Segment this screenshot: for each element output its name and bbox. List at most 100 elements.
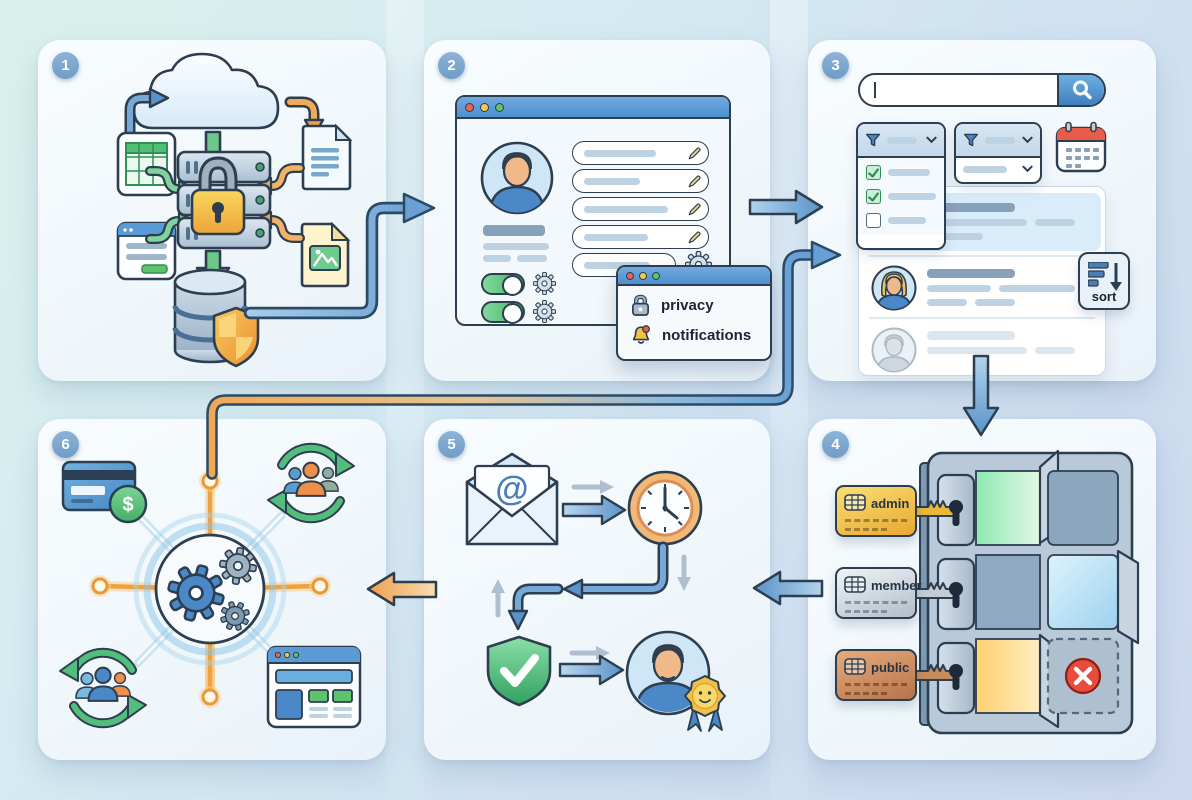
checkbox-checked-icon[interactable] — [866, 189, 881, 204]
profile-field[interactable] — [572, 169, 709, 193]
step-panel-3: sort 3 — [808, 40, 1156, 381]
keycard-label: public — [871, 660, 910, 675]
privacy-label: privacy — [661, 297, 714, 314]
step-badge-4: 4 — [822, 431, 849, 458]
chevron-down-icon — [926, 136, 937, 144]
step-badge-2: 2 — [438, 52, 465, 79]
checkbox-checked-icon[interactable] — [866, 165, 881, 180]
profile-avatar — [480, 141, 554, 215]
padlock-icon — [190, 156, 246, 236]
dollar-symbol: $ — [122, 494, 133, 516]
step-panel-5: @ — [424, 419, 770, 760]
zoom-dot-icon[interactable] — [652, 271, 660, 280]
chip-icon — [844, 494, 866, 511]
step-panel-2: privacy notifications 2 — [424, 40, 772, 381]
info-bar — [483, 255, 511, 262]
name-bar — [483, 225, 545, 236]
avatar — [871, 265, 917, 311]
step-badge-1: 1 — [52, 52, 79, 79]
keycard-admin[interactable]: admin — [835, 485, 917, 537]
profile-field[interactable] — [572, 141, 709, 165]
sort-icon — [1088, 262, 1122, 291]
notifications-menu-item[interactable]: notifications — [630, 324, 751, 346]
spoke-node-icon — [89, 470, 331, 708]
step-badge-6: 6 — [52, 431, 79, 458]
funnel-icon — [865, 132, 881, 148]
keycard-label: member — [871, 578, 922, 593]
search-icon — [1072, 80, 1092, 100]
step-panel-1: 1 — [38, 40, 386, 381]
door-leaf — [1116, 549, 1140, 645]
website-icon — [266, 645, 362, 729]
doors-illustration — [907, 449, 1140, 735]
denied-icon — [1064, 657, 1102, 695]
calendar-button[interactable] — [1054, 120, 1108, 174]
search-input[interactable] — [858, 73, 1106, 107]
step-badge-5: 5 — [438, 431, 465, 458]
close-dot-icon[interactable] — [626, 271, 634, 280]
list-item[interactable] — [863, 259, 1101, 317]
filter-option-unchecked[interactable] — [866, 213, 936, 228]
edit-pencil-icon[interactable] — [687, 202, 702, 217]
minimize-dot-icon[interactable] — [480, 102, 489, 112]
step-badge-3: 3 — [822, 52, 849, 79]
door-open — [1047, 554, 1119, 630]
gear-icon[interactable] — [533, 272, 556, 295]
billing-icon: $ — [61, 460, 148, 524]
filter-option-checked[interactable] — [866, 189, 936, 204]
image-file-icon — [300, 221, 351, 288]
award-ribbon-icon — [684, 675, 726, 732]
close-dot-icon[interactable] — [465, 102, 474, 112]
info-bar — [483, 243, 549, 250]
user-sync-icon — [267, 442, 355, 524]
settings-popup: privacy notifications — [616, 265, 772, 361]
spreadsheet-icon — [116, 131, 177, 197]
avatar — [871, 327, 917, 373]
secure-server-icon — [176, 150, 272, 250]
minimize-dot-icon[interactable] — [639, 271, 647, 280]
lock-icon — [630, 294, 651, 317]
chip-icon — [844, 576, 866, 593]
profile-field[interactable] — [572, 225, 709, 249]
gear-icon[interactable] — [533, 300, 556, 323]
clock-icon — [627, 470, 703, 546]
door-closed-member — [975, 554, 1041, 630]
flow-arrow-icon — [561, 480, 627, 526]
flow-arrow-icon — [558, 646, 625, 686]
keycard-public[interactable]: public — [835, 649, 917, 701]
privacy-menu-item[interactable]: privacy — [630, 294, 714, 317]
text-cursor — [874, 82, 876, 98]
filter-dropdown-2[interactable] — [954, 122, 1042, 184]
document-icon — [301, 123, 353, 191]
chevron-down-icon — [1022, 136, 1033, 144]
sort-label: sort — [1091, 289, 1117, 304]
filter-option-checked[interactable] — [866, 165, 936, 180]
bell-icon — [630, 324, 652, 346]
checkbox-empty-icon[interactable] — [866, 213, 881, 228]
door-open-admin — [975, 470, 1041, 546]
notifications-toggle[interactable] — [481, 301, 525, 324]
notifications-label: notifications — [662, 326, 752, 344]
profile-field[interactable] — [572, 197, 709, 221]
hub-illustration: $ — [59, 442, 362, 729]
edit-pencil-icon[interactable] — [687, 230, 702, 245]
list-item[interactable] — [863, 321, 1101, 375]
keyhole-icon — [949, 500, 963, 690]
search-button[interactable] — [1057, 75, 1104, 105]
zoom-dot-icon[interactable] — [495, 102, 504, 112]
funnel-icon — [963, 132, 979, 148]
step-panel-6: $ — [38, 419, 386, 760]
privacy-toggle[interactable] — [481, 273, 525, 296]
flow-connector — [491, 541, 691, 631]
at-symbol: @ — [495, 470, 528, 508]
door-open-public — [975, 638, 1041, 714]
keycard-label: admin — [871, 496, 910, 511]
keycard-member[interactable]: member — [835, 567, 922, 619]
edit-pencil-icon[interactable] — [687, 174, 702, 189]
step-panel-4: admin member public 4 — [808, 419, 1156, 760]
door-closed — [1047, 470, 1119, 546]
edit-pencil-icon[interactable] — [687, 146, 702, 161]
background-band — [386, 0, 424, 800]
sort-button[interactable]: sort — [1078, 252, 1130, 310]
filter-dropdown-1[interactable] — [856, 122, 946, 250]
